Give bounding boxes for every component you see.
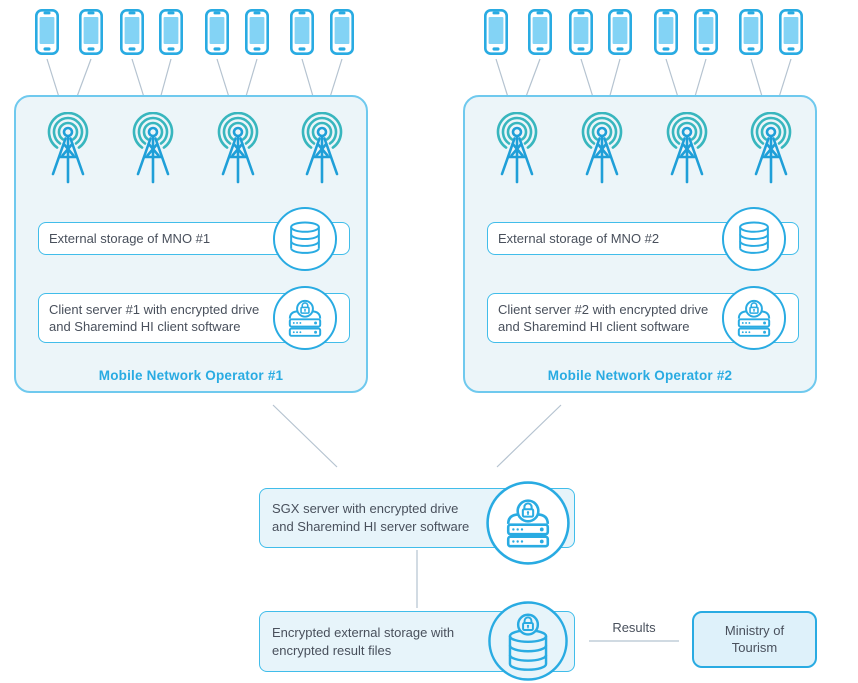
client-server-label-line2: and Sharemind HI client software — [49, 319, 241, 334]
ministry-label-line1: Ministry of — [724, 622, 785, 638]
mno1-title: Mobile Network Operator #1 — [98, 368, 284, 383]
mno2-group: External storage of MNO #2 Client server… — [463, 0, 817, 400]
padlock-server-icon — [485, 480, 571, 566]
radio-tower-icon — [40, 112, 96, 184]
radio-tower-icon — [125, 112, 181, 184]
phone-icon — [694, 9, 718, 55]
ministry-label-line2: Tourism — [731, 639, 778, 655]
phone-icon — [245, 9, 269, 55]
phone-icon — [79, 9, 103, 55]
mno2-title: Mobile Network Operator #2 — [547, 368, 733, 383]
phone-icon — [779, 9, 803, 55]
encrypted-storage-label-line1: Encrypted external storage with — [272, 624, 455, 640]
radio-tower-icon — [659, 112, 715, 184]
phone-icon — [290, 9, 314, 55]
client-server-label-line1: Client server #1 with encrypted drive — [49, 301, 260, 317]
phone-icon — [739, 9, 763, 55]
external-storage-label: External storage of MNO #1 — [49, 230, 211, 246]
encrypted-storage-label-line2: encrypted result files — [272, 642, 392, 658]
radio-tower-icon — [743, 112, 799, 184]
phone-icon — [159, 9, 183, 55]
phone-icon — [330, 9, 354, 55]
client-server-label-line2: and Sharemind HI client software — [498, 319, 690, 334]
phone-icon — [654, 9, 678, 55]
phone-icon — [569, 9, 593, 55]
radio-tower-icon — [210, 112, 266, 184]
phone-icon — [35, 9, 59, 55]
ministry-of-tourism-box: Ministry of Tourism — [692, 611, 817, 668]
radio-tower-icon — [574, 112, 630, 184]
sgx-server-label-line2: and Sharemind HI server software — [272, 519, 470, 534]
padlock-server-icon — [272, 285, 338, 351]
external-storage-label: External storage of MNO #2 — [498, 230, 660, 246]
radio-tower-icon — [294, 112, 350, 184]
phone-icon — [528, 9, 552, 55]
padlock-database-icon — [487, 600, 569, 682]
radio-tower-icon — [489, 112, 545, 184]
client-server-label-line1: Client server #2 with encrypted drive — [498, 301, 709, 317]
phone-icon — [205, 9, 229, 55]
sgx-server-label-line1: SGX server with encrypted drive — [272, 501, 459, 517]
results-label: Results — [612, 620, 656, 635]
mno1-group: External storage of MNO #1 Client server… — [14, 0, 368, 400]
phone-icon — [608, 9, 632, 55]
phone-icon — [120, 9, 144, 55]
database-icon — [721, 206, 787, 272]
padlock-server-icon — [721, 285, 787, 351]
database-icon — [272, 206, 338, 272]
phone-icon — [484, 9, 508, 55]
